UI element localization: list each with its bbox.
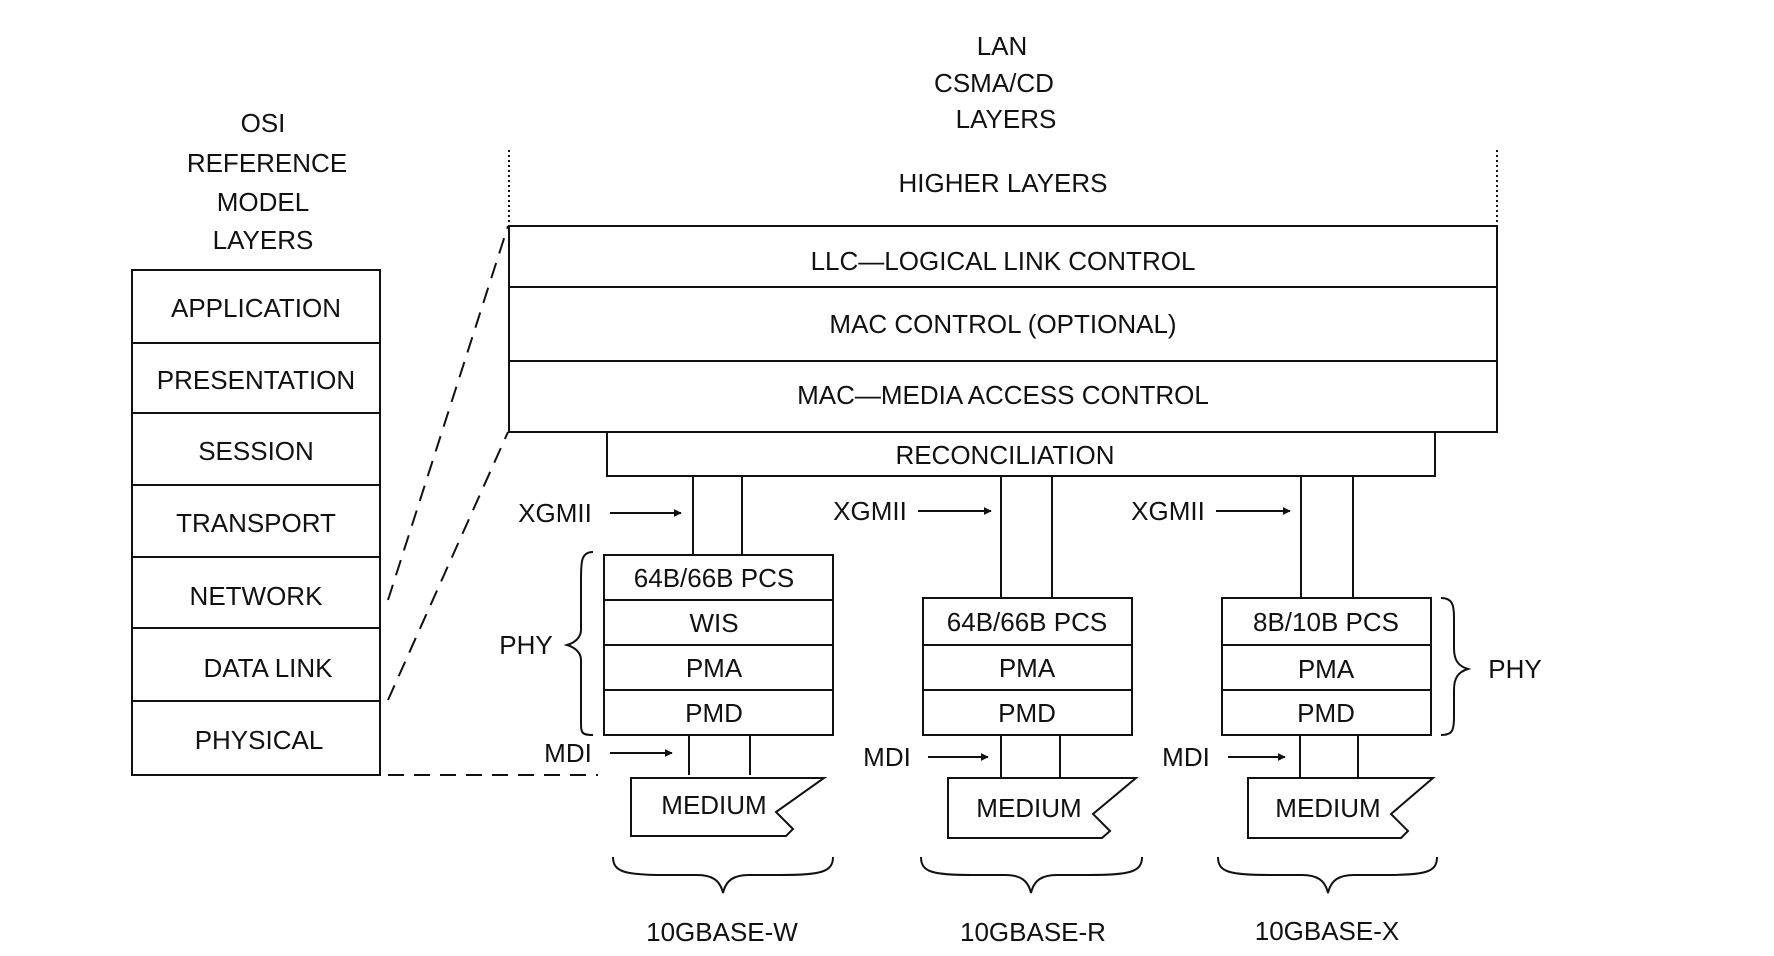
phy-label: PHY (1488, 654, 1541, 684)
sublayer-pcs: 8B/10B PCS (1253, 607, 1399, 637)
lan-heading-line: LAYERS (956, 104, 1057, 134)
variant-name: 10GBASE-W (646, 917, 798, 947)
xgmii-label: XGMII (833, 496, 907, 526)
group-brace (1217, 856, 1438, 894)
osi-layer-application: APPLICATION (171, 293, 341, 323)
osi-layer-stack (131, 269, 381, 776)
mapping-line-data-link-bottom (387, 431, 509, 701)
osi-heading-line: LAYERS (213, 225, 314, 255)
group-brace (920, 856, 1143, 894)
osi-layer-session: SESSION (198, 436, 314, 466)
mac-label: MAC—MEDIA ACCESS CONTROL (797, 380, 1209, 410)
osi-stack-outline (131, 269, 381, 776)
medium-label: MEDIUM (1275, 793, 1380, 823)
medium-shape (1247, 777, 1436, 839)
sublayer-pcs: 64B/66B PCS (947, 607, 1107, 637)
osi-layer-presentation: PRESENTATION (157, 365, 355, 395)
variant-name: 10GBASE-X (1255, 916, 1400, 946)
medium-label: MEDIUM (661, 790, 766, 820)
mdi-label: MDI (863, 742, 911, 772)
phy-stack-10gbase-w: XGMII 64B/66B PCS WIS PMA PMD PHY MDI ME… (499, 476, 834, 947)
phy-stack-10gbase-x: XGMII 8B/10B PCS PMA PMD PHY MDI MEDIUM … (1131, 476, 1542, 946)
group-brace (612, 856, 834, 894)
medium-label: MEDIUM (976, 793, 1081, 823)
sublayer-pcs: 64B/66B PCS (634, 563, 794, 593)
mac-control-label: MAC CONTROL (OPTIONAL) (829, 309, 1176, 339)
sublayer-pmd: PMD (998, 698, 1056, 728)
lan-layer-stack (508, 225, 1498, 477)
sublayer-pma: PMA (1298, 654, 1355, 684)
variant-name: 10GBASE-R (960, 917, 1106, 947)
reconciliation-box (606, 431, 1436, 477)
lan-heading-line: LAN (977, 31, 1028, 61)
sublayer-pma: PMA (686, 653, 743, 683)
osi-heading-line: REFERENCE (187, 148, 347, 178)
osi-layer-network: NETWORK (190, 581, 324, 611)
osi-heading-line: OSI (241, 108, 286, 138)
phy-brace (1440, 597, 1472, 736)
mdi-label: MDI (1162, 742, 1210, 772)
llc-label: LLC—LOGICAL LINK CONTROL (811, 246, 1196, 276)
medium-shape (947, 777, 1139, 839)
osi-heading-line: MODEL (217, 187, 309, 217)
sublayer-stack-outline (922, 597, 1133, 736)
phy-stack-10gbase-r: XGMII 64B/66B PCS PMA PMD MDI MEDIUM 10G… (833, 476, 1143, 947)
lan-heading: LAN CSMA/CD LAYERS (934, 31, 1056, 134)
xgmii-label: XGMII (518, 498, 592, 528)
osi-layer-transport: TRANSPORT (176, 508, 336, 538)
higher-layers-label: HIGHER LAYERS (898, 168, 1107, 198)
mapping-line-data-link-top (387, 225, 509, 601)
sublayer-pmd: PMD (685, 698, 743, 728)
osi-mapping-lines (387, 225, 598, 776)
xgmii-label: XGMII (1131, 496, 1205, 526)
phy-brace (563, 551, 594, 736)
sublayer-wis: WIS (689, 608, 738, 638)
sublayer-pma: PMA (999, 653, 1056, 683)
sublayer-pmd: PMD (1297, 698, 1355, 728)
mdi-label: MDI (544, 738, 592, 768)
medium-shape (630, 777, 828, 837)
osi-layer-data-link: DATA LINK (203, 653, 333, 683)
sublayer-stack-outline (1221, 597, 1432, 736)
phy-label: PHY (499, 630, 552, 660)
reconciliation-label: RECONCILIATION (895, 440, 1114, 470)
osi-layer-physical: PHYSICAL (195, 725, 324, 755)
lan-heading-line: CSMA/CD (934, 68, 1054, 98)
osi-heading: OSI REFERENCE MODEL LAYERS (187, 108, 347, 255)
